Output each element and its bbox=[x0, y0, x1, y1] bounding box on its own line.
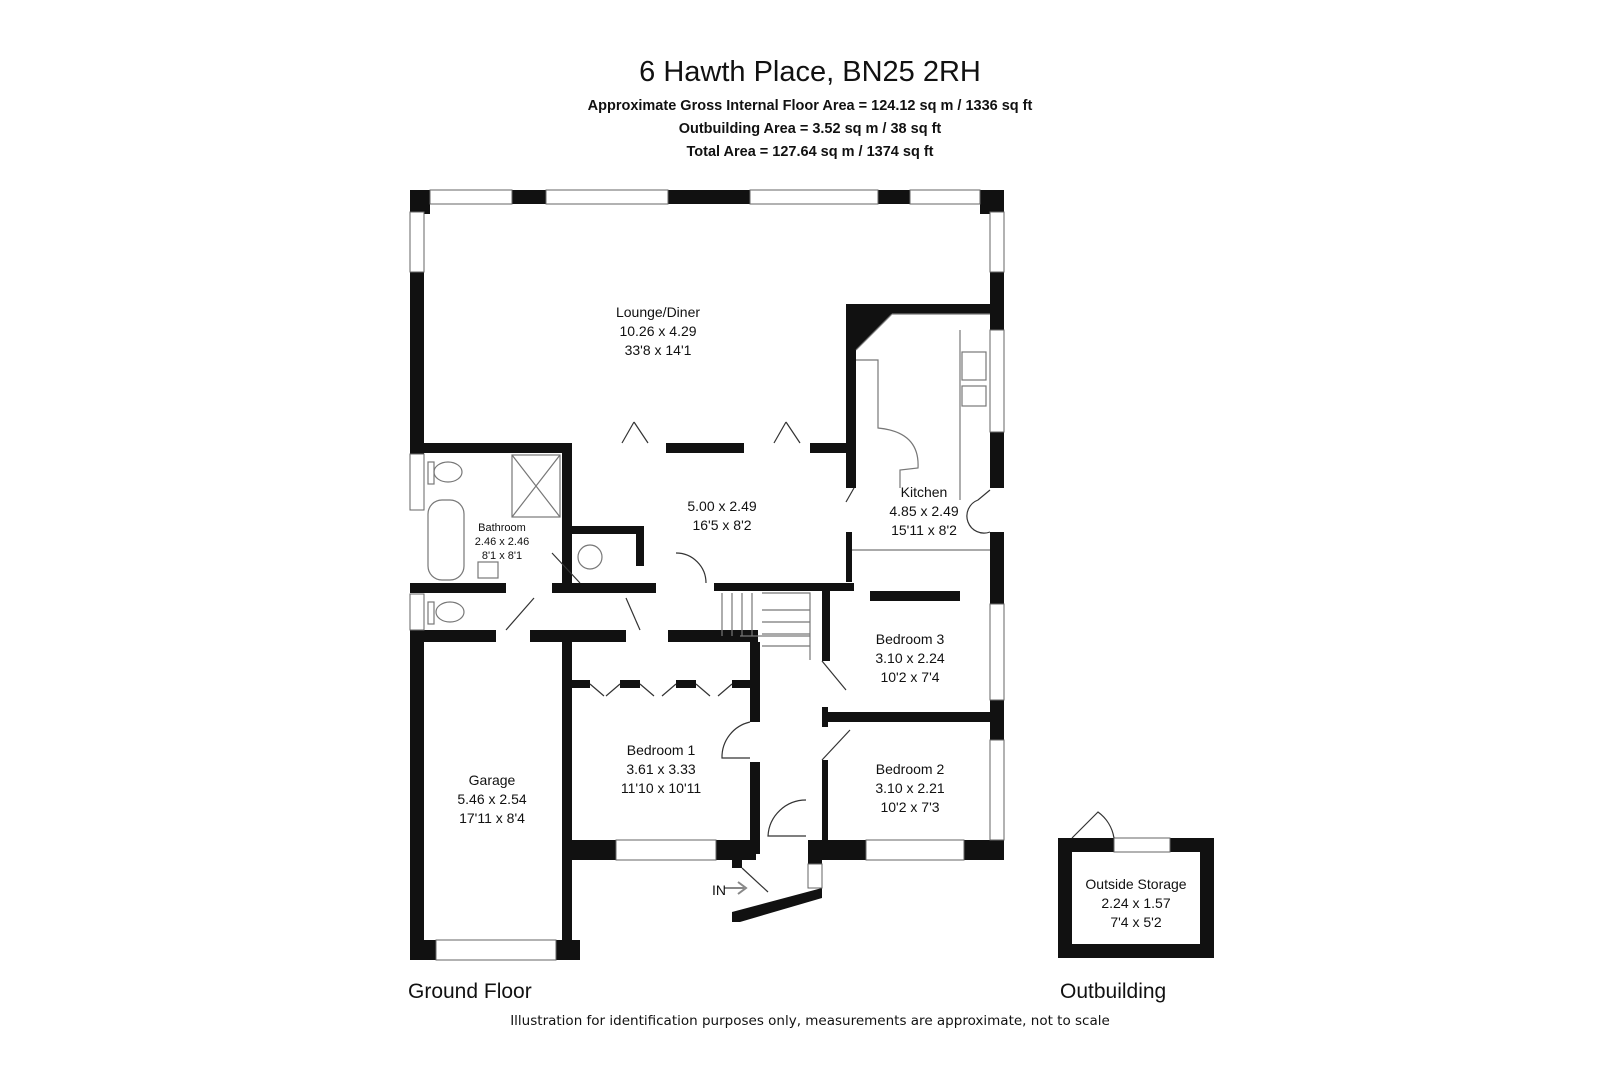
room-size-metric: 3.10 x 2.21 bbox=[875, 780, 945, 796]
ground-floor-label: Ground Floor bbox=[408, 980, 532, 1003]
room-name: Garage bbox=[468, 772, 516, 788]
room-size-metric: 5.00 x 2.49 bbox=[687, 498, 757, 514]
room-label-bathroom: Bathroom 2.46 x 2.46 8'1 x 8'1 bbox=[475, 521, 529, 563]
room-size-imperial: 33'8 x 14'1 bbox=[624, 342, 692, 358]
room-name: Outside Storage bbox=[1085, 876, 1187, 892]
room-size-imperial: 11'10 x 10'11 bbox=[620, 780, 702, 796]
disclaimer-text: Illustration for identification purposes… bbox=[510, 1013, 1110, 1029]
gross-area-text: Approximate Gross Internal Floor Area = … bbox=[587, 98, 1033, 114]
room-size-imperial: 15'11 x 8'2 bbox=[891, 522, 957, 538]
fixtures bbox=[427, 313, 990, 660]
room-name: Bathroom bbox=[478, 522, 526, 534]
total-area-text: Total Area = 127.64 sq m / 1374 sq ft bbox=[686, 144, 934, 160]
room-size-metric: 2.24 x 1.57 bbox=[1101, 895, 1171, 911]
entrance-arrow bbox=[724, 881, 748, 895]
room-label-kitchen: Kitchen 4.85 x 2.49 15'11 x 8'2 bbox=[889, 483, 958, 540]
room-label-hall: 5.00 x 2.49 16'5 x 8'2 bbox=[687, 497, 756, 535]
room-label-bedroom-1: Bedroom 1 3.61 x 3.33 11'10 x 10'11 bbox=[621, 741, 701, 798]
room-name: Lounge/Diner bbox=[615, 304, 701, 320]
room-size-metric: 5.46 x 2.54 bbox=[457, 791, 527, 807]
room-size-imperial: 8'1 x 8'1 bbox=[481, 550, 523, 562]
room-size-imperial: 10'2 x 7'3 bbox=[880, 799, 940, 815]
room-label-garage: Garage 5.46 x 2.54 17'11 x 8'4 bbox=[457, 771, 526, 828]
room-label-bedroom-2: Bedroom 2 3.10 x 2.21 10'2 x 7'3 bbox=[875, 760, 944, 817]
walls bbox=[410, 190, 1214, 960]
room-name: Kitchen bbox=[900, 484, 948, 500]
room-name: Bedroom 1 bbox=[626, 742, 696, 758]
room-label-outside-storage: Outside Storage 2.24 x 1.57 7'4 x 5'2 bbox=[1085, 875, 1186, 932]
room-size-imperial: 10'2 x 7'4 bbox=[880, 669, 940, 685]
room-size-metric: 3.10 x 2.24 bbox=[875, 650, 945, 666]
room-label-bedroom-3: Bedroom 3 3.10 x 2.24 10'2 x 7'4 bbox=[875, 630, 944, 687]
entrance-label: IN bbox=[712, 882, 726, 898]
windows bbox=[409, 189, 1171, 961]
outbuilding-area-text: Outbuilding Area = 3.52 sq m / 38 sq ft bbox=[678, 121, 942, 137]
room-name: Bedroom 2 bbox=[875, 761, 945, 777]
room-size-metric: 10.26 x 4.29 bbox=[619, 323, 697, 339]
room-label-lounge-diner: Lounge/Diner 10.26 x 4.29 33'8 x 14'1 bbox=[616, 303, 700, 360]
room-size-metric: 3.61 x 3.33 bbox=[626, 761, 696, 777]
plan-title: 6 Hawth Place, BN25 2RH bbox=[639, 56, 981, 88]
room-size-imperial: 17'11 x 8'4 bbox=[459, 810, 525, 826]
room-size-metric: 4.85 x 2.49 bbox=[889, 503, 959, 519]
room-size-imperial: 16'5 x 8'2 bbox=[692, 517, 752, 533]
outbuilding-label: Outbuilding bbox=[1060, 980, 1167, 1003]
room-size-imperial: 7'4 x 5'2 bbox=[1110, 914, 1162, 930]
doors bbox=[505, 421, 1115, 893]
room-size-metric: 2.46 x 2.46 bbox=[474, 536, 530, 548]
room-name: Bedroom 3 bbox=[875, 631, 945, 647]
